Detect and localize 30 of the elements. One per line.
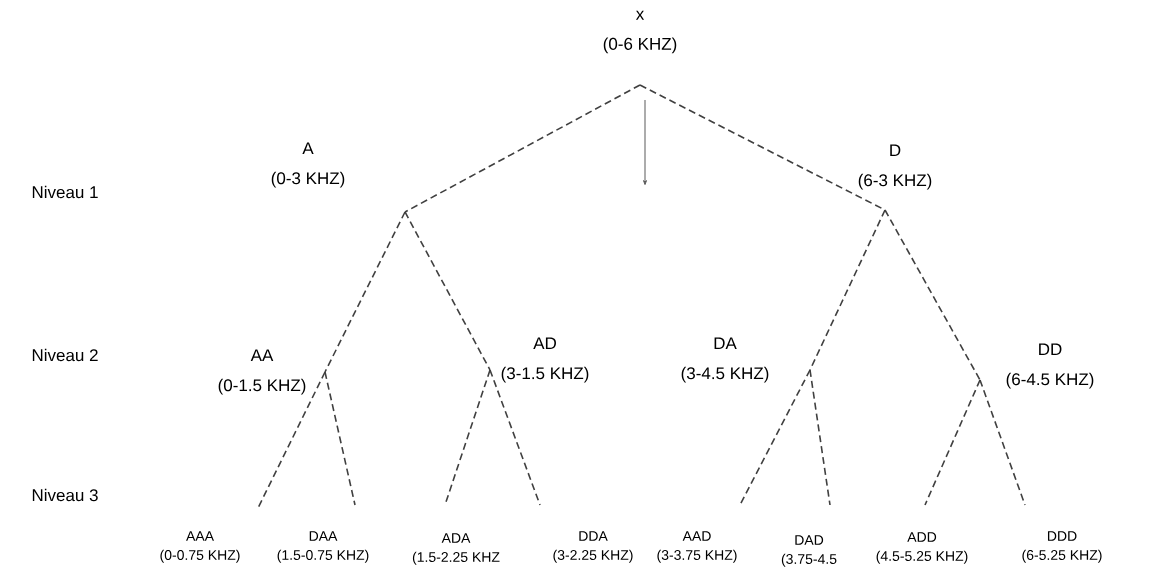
branch-line	[979, 379, 1026, 506]
node-label: AA (0-1.5 KHZ)	[218, 349, 306, 395]
node-label: AD (3-1.5 KHZ)	[501, 337, 589, 383]
node-label: DD (6-4.5 KHZ)	[1006, 343, 1094, 389]
branch-line	[404, 84, 641, 213]
node-label: AAA (0-0.75 KHZ)	[160, 531, 240, 563]
branch-line	[809, 209, 886, 371]
level-label: Niveau 3	[32, 488, 98, 502]
branch-line	[489, 369, 541, 506]
node-label: ADA (1.5-2.25 KHZ	[412, 533, 500, 565]
node-label: AAD (3-3.75 KHZ)	[657, 531, 737, 563]
node-label: DA (3-4.5 KHZ)	[681, 337, 769, 383]
level-label: Niveau 2	[32, 348, 98, 362]
node-label: D (6-3 KHZ)	[858, 144, 932, 190]
node-label: DAA (1.5-0.75 KHZ)	[277, 531, 369, 563]
branch-line	[924, 379, 981, 506]
level-label: Niveau 1	[32, 185, 98, 199]
node-label: DDD (6-5.25 KHZ)	[1022, 531, 1102, 563]
branch-line	[809, 369, 831, 506]
branch-line	[404, 211, 491, 371]
node-label: ADD (4.5-5.25 KHZ)	[876, 532, 968, 564]
branch-line	[324, 211, 406, 373]
branch-line	[324, 371, 356, 506]
node-label: A (0-3 KHZ)	[271, 142, 345, 188]
node-label: DDA (3-2.25 KHZ)	[553, 531, 633, 563]
branch-line	[257, 371, 326, 509]
branch-line	[739, 369, 811, 506]
node-label: x (0-6 KHZ)	[603, 10, 677, 54]
node-label: DAD (3.75-4.5	[781, 535, 837, 567]
branch-line	[884, 209, 981, 381]
